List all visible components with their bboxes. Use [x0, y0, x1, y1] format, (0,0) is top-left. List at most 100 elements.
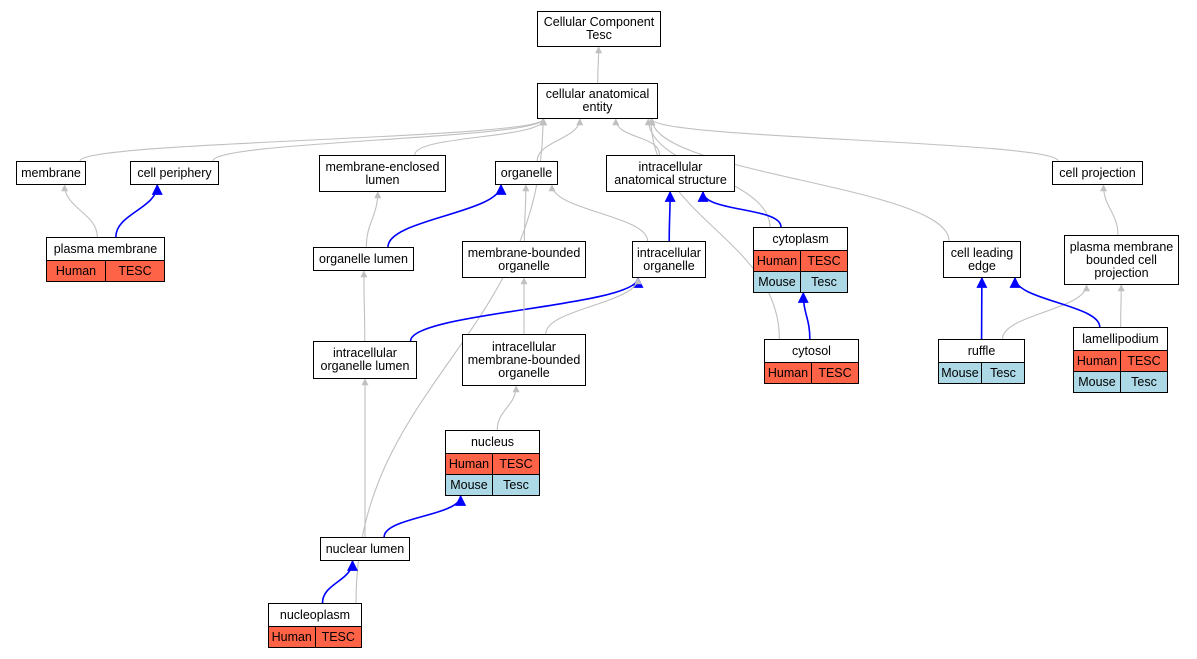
edge-is-a — [595, 46, 603, 84]
species-cell: Human — [446, 454, 492, 474]
species-cell: Mouse — [446, 475, 492, 495]
edge-is-a — [1117, 284, 1125, 328]
node-cell-projection[interactable]: cell projection — [1052, 161, 1143, 185]
species-cell: Human — [269, 627, 315, 647]
node-membrane-enclosed-lumen[interactable]: membrane-enclosed lumen — [319, 155, 446, 192]
edge-is-a — [612, 118, 661, 156]
node-intracellular-mb-organelle[interactable]: intracellular membrane-bounded organelle — [462, 334, 586, 386]
edge-is-a — [648, 118, 1059, 162]
edge-is-a — [355, 118, 547, 604]
node-title: intracellular organelle — [637, 245, 701, 273]
species-cell: Mouse — [939, 363, 981, 383]
edge-is-a — [548, 184, 649, 242]
node-organelle-lumen[interactable]: organelle lumen — [313, 247, 414, 271]
node-title: membrane-enclosed lumen — [325, 159, 440, 187]
node-title: intracellular organelle lumen — [320, 346, 410, 373]
node-title: nucleus — [470, 434, 515, 449]
node-pm-bounded-projection[interactable]: plasma membrane bounded cell projection — [1064, 235, 1179, 285]
node-title: cytosol — [792, 343, 831, 358]
gene-cell: Tesc — [981, 363, 1024, 383]
node-title: lamellipodium — [1082, 331, 1159, 346]
gene-cell: TESC — [492, 454, 539, 474]
edge-part-of — [383, 494, 467, 538]
edge-is-a — [414, 118, 548, 156]
node-nuclear-lumen[interactable]: nuclear lumen — [320, 537, 410, 561]
node-title: organelle — [500, 165, 553, 180]
edge-part-of — [664, 190, 676, 242]
node-membrane[interactable]: membrane — [16, 161, 86, 185]
node-cell-leading-edge[interactable]: cell leading edge — [943, 241, 1021, 278]
edge-is-a — [1100, 184, 1119, 236]
node-cell-periphery[interactable]: cell periphery — [130, 161, 219, 185]
node-title: organelle lumen — [319, 251, 408, 266]
species-cell: Human — [47, 261, 105, 281]
edge-is-a — [79, 118, 547, 162]
edge-is-a — [212, 118, 547, 162]
node-title: plasma membrane bounded cell projection — [1069, 239, 1174, 280]
species-cell: Mouse — [1074, 372, 1120, 392]
node-intracellular-organelle-lumen[interactable]: intracellular organelle lumen — [313, 341, 417, 379]
node-title: intracellular membrane-bounded organelle — [467, 339, 581, 380]
edge-is-a — [365, 191, 382, 248]
gene-cell: TESC — [1120, 351, 1167, 371]
node-organelle[interactable]: organelle — [495, 161, 558, 185]
node-title: Cellular Component Tesc — [543, 15, 655, 42]
edge-is-a — [545, 277, 642, 335]
species-cell: Human — [765, 363, 811, 383]
gene-cell: TESC — [811, 363, 858, 383]
edge-part-of — [321, 559, 358, 604]
node-intracellular-structure[interactable]: intracellular anatomical structure — [606, 155, 735, 192]
species-cell: Human — [754, 251, 800, 271]
gene-cell: TESC — [314, 627, 361, 647]
node-title: intracellular anatomical structure — [614, 159, 727, 187]
node-membrane-bounded-organelle[interactable]: membrane-bounded organelle — [462, 241, 586, 278]
node-cae[interactable]: cellular anatomical entity — [537, 83, 658, 119]
node-title: cell periphery — [137, 165, 212, 180]
node-root[interactable]: Cellular Component Tesc — [537, 11, 661, 47]
node-title: nucleoplasm — [279, 607, 351, 622]
gene-cell: Tesc — [1120, 372, 1167, 392]
node-title: membrane-bounded organelle — [467, 245, 581, 273]
edge-part-of — [697, 190, 782, 228]
edge-is-a — [1001, 284, 1090, 340]
edge-is-a — [360, 270, 368, 342]
edge-part-of — [1009, 276, 1101, 328]
species-cell: Mouse — [754, 272, 800, 292]
node-title: membrane — [21, 165, 81, 180]
node-title: cytoplasm — [772, 231, 829, 246]
node-intracellular-organelle[interactable]: intracellular organelle — [632, 241, 706, 278]
edge-part-of — [387, 183, 507, 248]
edge-is-a — [648, 118, 950, 242]
edge-is-a — [647, 118, 780, 340]
node-title: plasma membrane — [53, 241, 158, 256]
edge-is-a — [61, 184, 98, 238]
node-title: ruffle — [967, 343, 996, 358]
gene-cell: Tesc — [492, 475, 539, 495]
gene-cell: TESC — [800, 251, 847, 271]
edge-is-a — [536, 118, 584, 162]
edge-part-of — [797, 291, 811, 340]
node-title: nuclear lumen — [325, 541, 405, 556]
edge-is-a — [496, 385, 520, 431]
node-title: cell leading edge — [950, 245, 1014, 273]
node-title: cell projection — [1059, 165, 1136, 180]
gene-cell: Tesc — [800, 272, 847, 292]
edge-is-a — [522, 184, 530, 242]
